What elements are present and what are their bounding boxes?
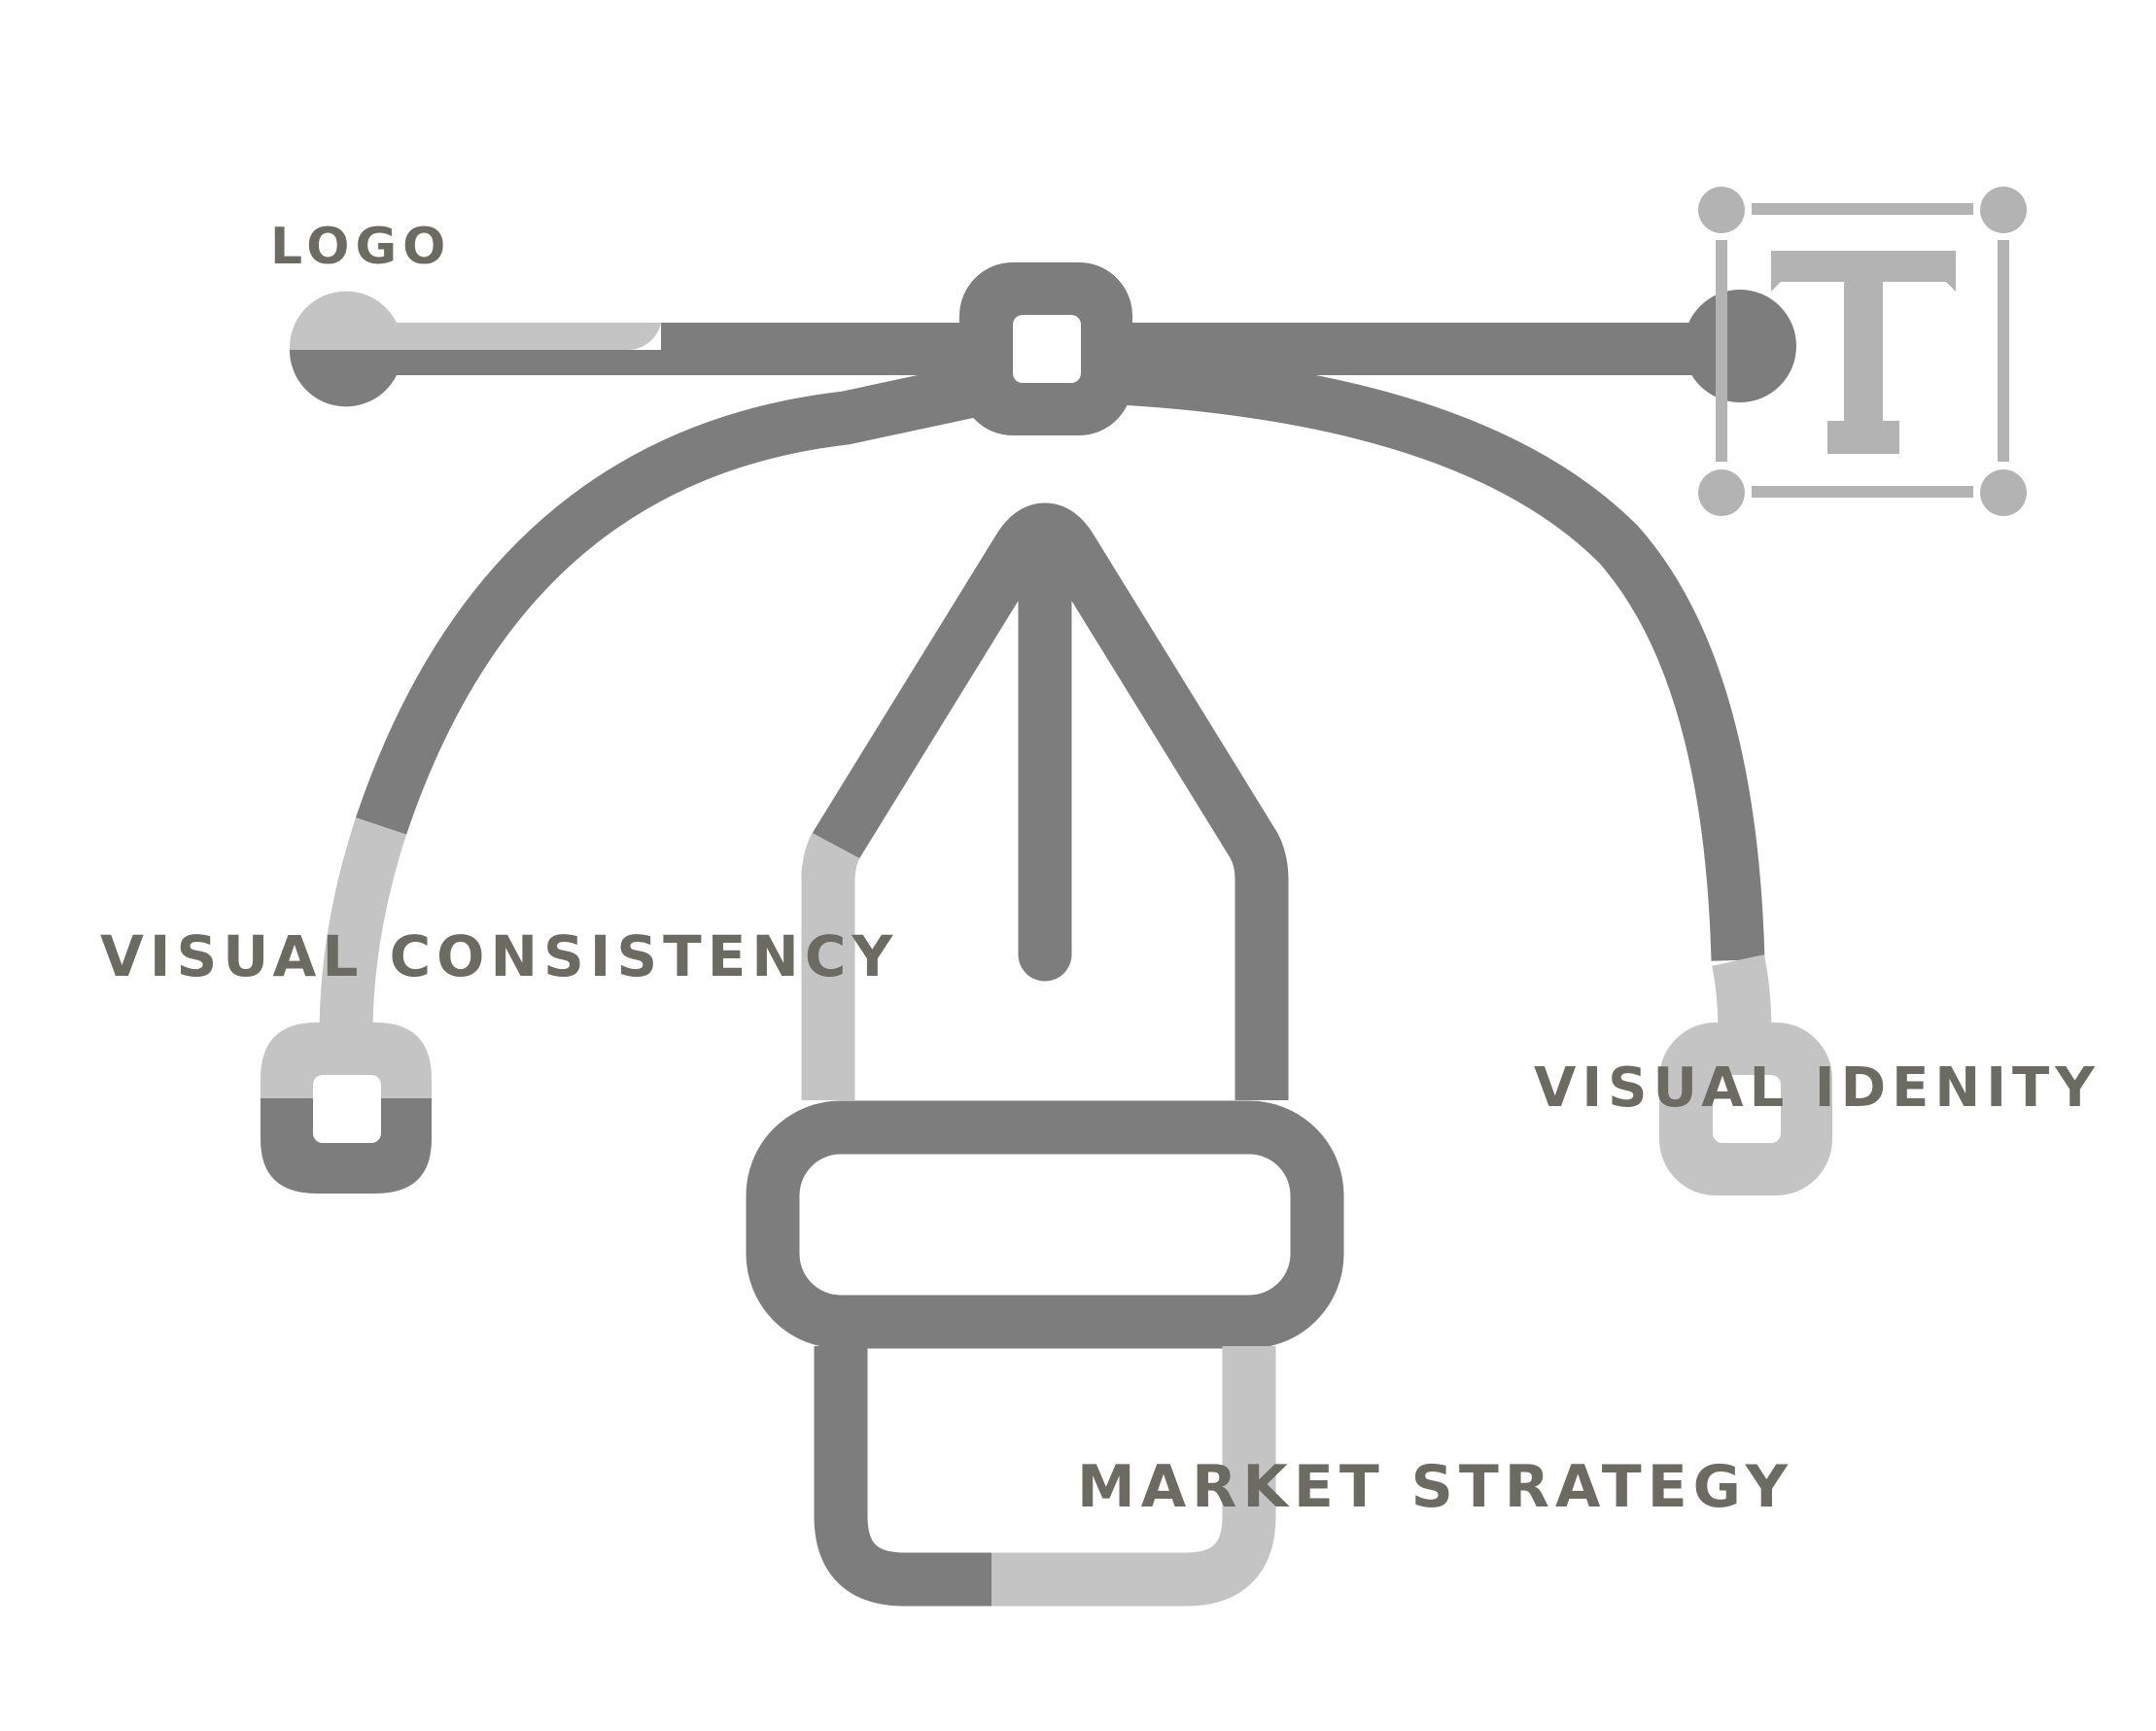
- label-market-strategy: MARKET STRATEGY: [1077, 1453, 1794, 1521]
- label-visual-identity: VISUAL IDENITY: [1534, 1056, 2101, 1120]
- anchor-point-right: [1659, 1022, 1832, 1195]
- text-tool-icon: [1698, 187, 2027, 516]
- handle-endpoint-right: [1684, 290, 1796, 402]
- pen-tool-icon: [746, 502, 1344, 1607]
- label-logo: LOGO: [270, 218, 452, 276]
- anchor-point-left: [261, 1022, 432, 1194]
- label-visual-consistency: VISUAL CONSISTENCY: [100, 923, 899, 989]
- anchor-point-top: [959, 262, 1132, 435]
